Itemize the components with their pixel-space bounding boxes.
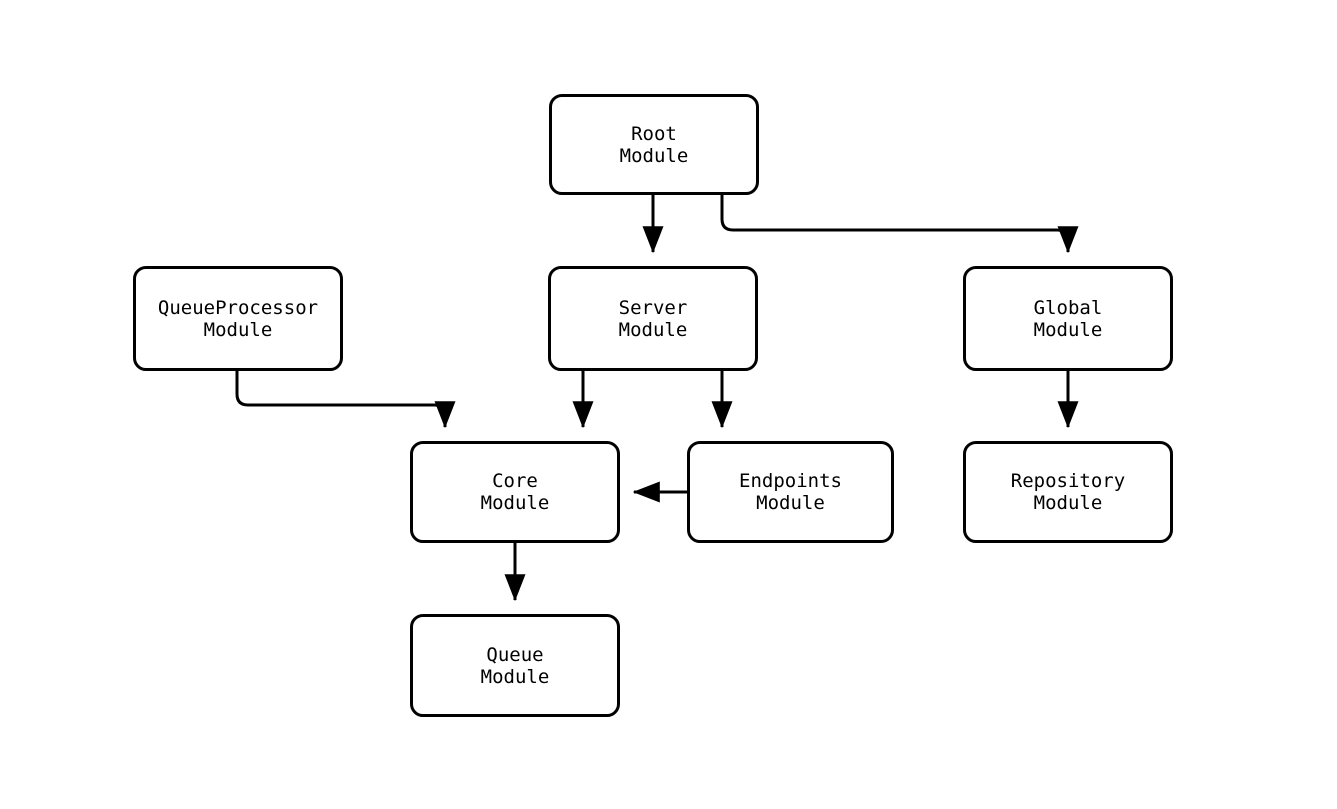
node-core-label-line1: Core (492, 470, 538, 492)
node-queueprocessor-label-line1: QueueProcessor (157, 296, 319, 319)
edge-root-to-global (720, 195, 1079, 254)
node-queue-label-line1: Queue (486, 643, 544, 666)
node-global-label-line1: Global (1033, 296, 1103, 319)
edge-queueprocessor-to-core (235, 371, 456, 429)
node-endpoints-label-line2: Module (756, 492, 825, 514)
node-endpoints-label-line1: Endpoints (739, 470, 842, 492)
node-core-label-line2: Module (480, 492, 550, 514)
node-global-label-line2: Module (1033, 318, 1103, 341)
node-root-label-line1: Root (631, 122, 677, 145)
node-server-label-line1: Server (618, 296, 688, 319)
node-server-label-line2: Module (618, 318, 688, 341)
node-queue-label-line2: Module (480, 665, 550, 688)
node-repository-label-line2: Module (1033, 492, 1103, 514)
node-queueprocessor-label-line2: Module (203, 318, 273, 341)
node-root-label-line2: Module (619, 144, 689, 167)
node-repository-label-line1: Repository (1010, 470, 1126, 492)
